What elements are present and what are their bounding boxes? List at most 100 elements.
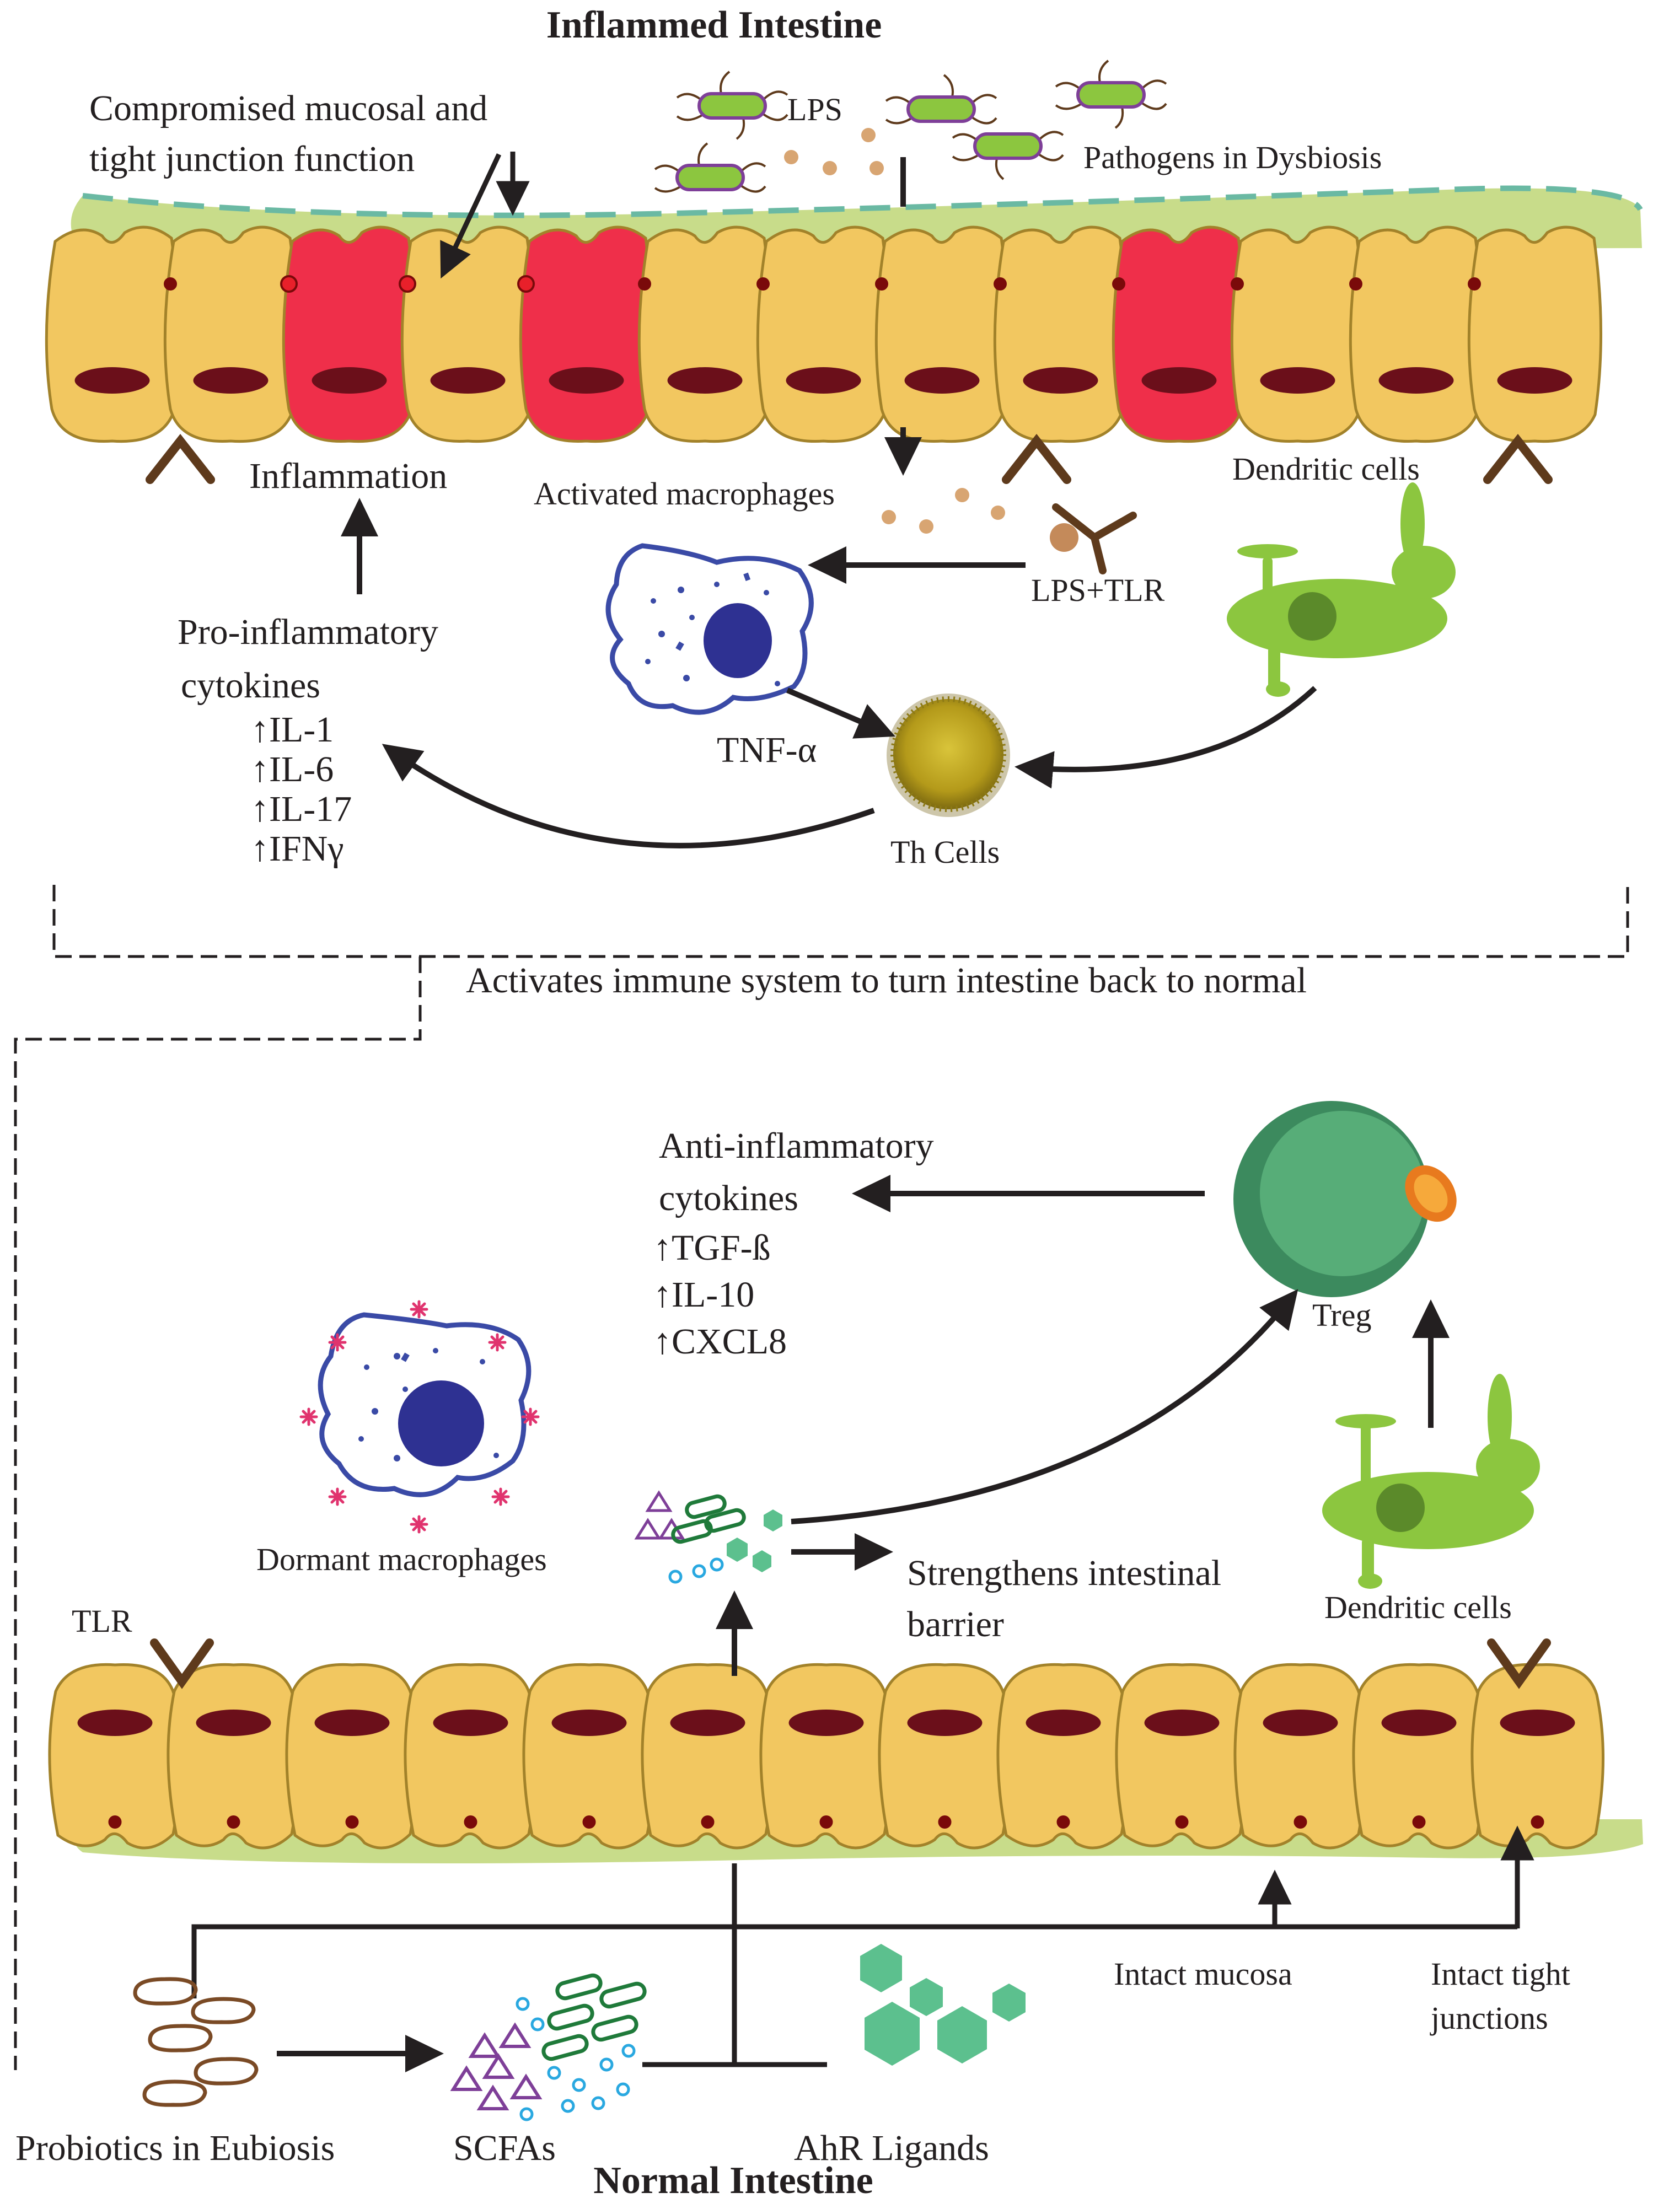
- epithelial-cell: [641, 1663, 775, 1850]
- tight-junction: [108, 1815, 122, 1829]
- anti-inflammatory-cytokine: ↑TGF-ß: [653, 1228, 771, 1268]
- epithelial-cell: [637, 225, 772, 443]
- tight-junction: [345, 1815, 359, 1829]
- epithelial-cell: [878, 1663, 1012, 1850]
- tight-junction: [280, 275, 298, 293]
- tight-junction: [875, 277, 888, 291]
- epithelial-cell: [756, 225, 891, 443]
- inflamed-epithelial-cell: [282, 225, 417, 443]
- inflammation-label: Inflammation: [249, 456, 447, 496]
- compromised-label-line2: tight junction function: [89, 139, 415, 179]
- inflamed-epithelium: [45, 225, 1602, 443]
- tight-junction: [638, 277, 651, 291]
- activated-macrophage: [605, 543, 814, 715]
- bacterium: [1055, 60, 1167, 129]
- tight-junction: [938, 1815, 952, 1829]
- pro-inflammatory-cytokine: ↑IL-17: [251, 789, 352, 829]
- inflamed-epithelial-cell: [1112, 225, 1247, 443]
- lps-particles: [784, 128, 1005, 534]
- dashed-bracket: [52, 885, 1629, 958]
- tight-junction: [1412, 1815, 1426, 1829]
- tight-junction: [399, 275, 416, 293]
- epithelial-cell: [522, 1663, 657, 1850]
- tight-junction: [1175, 1815, 1189, 1829]
- normal-epithelium: [48, 1663, 1605, 1850]
- tight-junction: [1112, 277, 1125, 291]
- anti-inflammatory-label-line1: Anti-inflammatory: [659, 1126, 934, 1166]
- anti-inflammatory-cytokine: ↑CXCL8: [653, 1321, 787, 1362]
- lps-label: LPS: [787, 92, 842, 127]
- epithelial-cell: [1349, 225, 1484, 443]
- epithelial-cell: [48, 1663, 183, 1850]
- tight-junction: [994, 277, 1007, 291]
- pro-inflammatory-label-line1: Pro-inflammatory: [178, 612, 438, 652]
- th-cells-label: Th Cells: [890, 834, 1000, 870]
- epithelial-cell: [1352, 1663, 1486, 1850]
- epithelial-cell: [167, 1663, 301, 1850]
- bacterium: [952, 131, 1064, 180]
- epithelial-cell: [759, 1663, 894, 1850]
- bacterium: [676, 71, 788, 140]
- epithelial-cell: [1233, 1663, 1368, 1850]
- compromised-label-line1: Compromised mucosal and: [89, 88, 487, 128]
- inflamed-epithelial-cell: [519, 225, 654, 443]
- pathogen-bacteria: [654, 60, 1167, 193]
- epithelial-cell: [1230, 225, 1365, 443]
- th-to-cytokines-arrow: [382, 744, 875, 848]
- pro-inflammatory-cytokine: ↑IFNγ: [251, 829, 344, 869]
- normal-intestine-title: Normal Intestine: [593, 2159, 873, 2195]
- dendritic-cells-top-label: Dendritic cells: [1232, 451, 1420, 487]
- probiotics-cluster: [133, 1977, 259, 2107]
- cytokine-stars: [299, 1300, 540, 1534]
- tlr-receptors-top: [146, 434, 1553, 484]
- ahr-ligands-label: AhR Ligands: [794, 2128, 989, 2168]
- dendritic-cell-top: [1227, 482, 1456, 697]
- metabolites-to-treg-arrow: [791, 1289, 1298, 1524]
- tight-junction: [517, 275, 535, 293]
- inflamed-mucus-dashed-edge: [82, 185, 1643, 218]
- tlr-receptors-bottom: [150, 1638, 1551, 1689]
- epithelial-cell: [163, 225, 298, 443]
- tight-junction: [1056, 1815, 1070, 1829]
- tight-junction: [819, 1815, 833, 1829]
- dendritic-cell-bottom: [1322, 1374, 1540, 1589]
- anti-inflammatory-label-line2: cytokines: [659, 1178, 798, 1218]
- tight-junction: [1231, 277, 1244, 291]
- epithelial-cell: [1467, 225, 1602, 443]
- treg-label: Treg: [1312, 1297, 1371, 1333]
- epithelial-cell: [404, 1663, 538, 1850]
- dormant-macrophages-label: Dormant macrophages: [256, 1541, 547, 1577]
- dendritic-cells-bottom-label: Dendritic cells: [1324, 1589, 1512, 1625]
- epithelial-cell: [400, 225, 535, 443]
- bacterium: [885, 74, 997, 125]
- pro-inflammatory-cytokine: ↑IL-6: [251, 749, 334, 789]
- epithelial-cell: [285, 1663, 420, 1850]
- tight-junction: [701, 1815, 715, 1829]
- inflamed-intestine-title: Inflammed Intestine: [546, 4, 882, 46]
- ahr-ligands-cluster: [860, 1944, 1026, 2066]
- dendritic-to-th-arrow: [1015, 686, 1317, 789]
- activated-macrophages-label: Activated macrophages: [534, 476, 835, 512]
- anti-inflammatory-cytokine-list: ↑TGF-ß ↑IL-10 ↑CXCL8: [653, 1228, 787, 1362]
- tight-junction: [756, 277, 770, 291]
- eubiosis-network: [191, 1863, 1517, 2067]
- scfa-cluster: [450, 1973, 647, 2121]
- dashed-return-path: [14, 956, 422, 2070]
- compromised-arrow-2: [440, 153, 502, 279]
- activates-immune-label: Activates immune system to turn intestin…: [466, 960, 1307, 1001]
- tight-junction: [227, 1815, 240, 1829]
- lps-tlr-complex: [1050, 503, 1137, 574]
- anti-inflammatory-cytokine: ↑IL-10: [653, 1275, 754, 1315]
- tight-junction: [464, 1815, 477, 1829]
- th-cell: [887, 694, 1010, 817]
- strengthens-label-line2: barrier: [907, 1604, 1004, 1645]
- strengthens-label-line1: Strengthens intestinal: [907, 1553, 1221, 1593]
- tnf-alpha-label: TNF-α: [717, 730, 817, 770]
- tight-junction: [1349, 277, 1362, 291]
- bacterium: [654, 142, 766, 193]
- intact-tight-label-line1: Intact tight: [1431, 1956, 1570, 1992]
- scfas-label: SCFAs: [453, 2128, 556, 2168]
- macrophage-to-th-arrow: [786, 687, 895, 739]
